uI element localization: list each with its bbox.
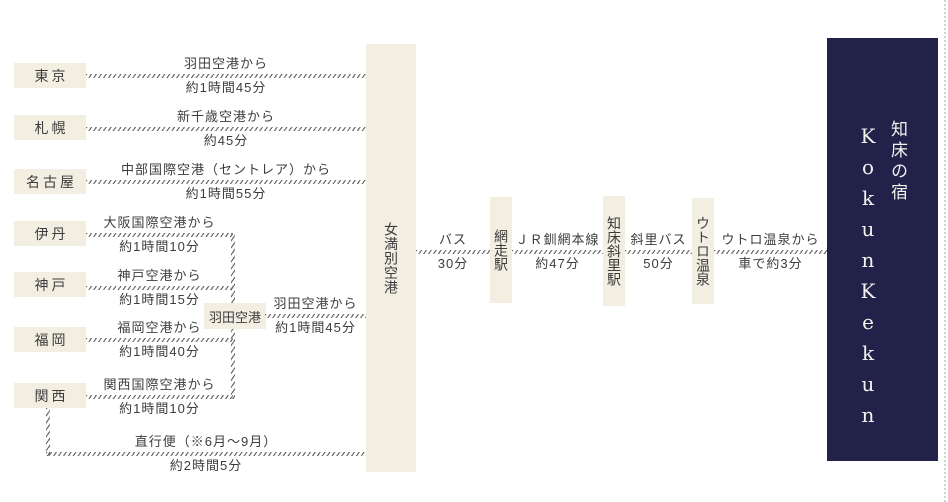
route-time-label: 約1時間15分 <box>119 292 200 307</box>
route-via-label: 直行便（※6月～9月） <box>134 434 278 449</box>
leg-shari-bus: 斜里バス 50分 <box>625 232 692 272</box>
route-time-label: 約1時間55分 <box>185 186 267 201</box>
dashed-line <box>86 127 366 131</box>
route-time-label: 約1時間45分 <box>185 80 267 95</box>
leg-time-label: 30分 <box>437 256 469 271</box>
route-via-label: 大阪国際空港から <box>103 215 216 230</box>
dashed-line <box>86 338 233 342</box>
origin-box-itami: 伊丹 <box>14 221 86 246</box>
origin-box-kobe: 神戸 <box>14 272 86 297</box>
route-via-label: 中部国際空港（セントレア）から <box>120 162 331 177</box>
leg-car-from-utoro: ウトロ温泉から 車で約3分 <box>714 232 827 272</box>
route-itami: 大阪国際空港から 約1時間10分 <box>86 215 233 255</box>
station-shiretoko-shari: 知床斜里駅 <box>603 196 625 306</box>
station-label: 網走駅 <box>493 229 509 271</box>
leg-mode-label: 斜里バス <box>630 232 687 247</box>
route-nagoya: 中部国際空港（セントレア）から 約1時間55分 <box>86 162 366 202</box>
dashed-line <box>86 233 233 237</box>
route-haneda-memanbetsu: 羽田空港から 約1時間45分 <box>265 296 366 336</box>
dashed-line <box>416 250 490 254</box>
station-label: ウトロ温泉 <box>695 216 711 286</box>
leg-jr-senmo-line: ＪＲ釧網本線 約47分 <box>512 232 603 272</box>
station-utoro-onsen: ウトロ温泉 <box>692 198 714 304</box>
route-time-label: 約1時間40分 <box>119 344 200 359</box>
leg-mode-label: ＪＲ釧網本線 <box>515 232 600 247</box>
route-via-label: 神戸空港から <box>117 268 202 283</box>
dashed-line <box>512 250 603 254</box>
dashed-line <box>265 314 366 318</box>
destination-banner: 知床の宿 KokunKekun <box>827 38 938 461</box>
leg-mode-label: ウトロ温泉から <box>721 232 820 247</box>
route-via-label: 羽田空港から <box>183 56 268 71</box>
route-time-label: 約45分 <box>203 133 249 148</box>
leg-bus-abashiri: バス 30分 <box>416 232 490 272</box>
destination-name-en: KokunKekun <box>856 124 880 434</box>
origin-box-kansai: 関西 <box>14 383 86 408</box>
route-time-label: 約2時間5分 <box>169 458 243 473</box>
route-direct-flight: 直行便（※6月～9月） 約2時間5分 <box>46 434 366 474</box>
station-label: 知床斜里駅 <box>606 216 622 286</box>
leg-time-label: 約47分 <box>535 256 580 271</box>
route-kansai: 関西国際空港から 約1時間10分 <box>86 377 233 417</box>
route-sapporo: 新千歳空港から 約45分 <box>86 109 366 149</box>
dashed-line <box>86 286 233 290</box>
dashed-connector-kansai-direct <box>46 408 50 456</box>
route-time-label: 約1時間10分 <box>119 239 200 254</box>
station-memanbetsu-airport: 女満別空港 <box>366 44 416 472</box>
route-via-label: 福岡空港から <box>117 320 202 335</box>
dashed-line <box>86 74 366 78</box>
hub-box-haneda: 羽田空港 <box>204 303 266 329</box>
leg-time-label: 車で約3分 <box>738 256 803 271</box>
origin-box-tokyo: 東京 <box>14 63 86 88</box>
dashed-line <box>714 250 827 254</box>
origin-box-fukuoka: 福岡 <box>14 327 86 352</box>
route-fukuoka: 福岡空港から 約1時間40分 <box>86 320 233 360</box>
station-label: 女満別空港 <box>383 221 399 295</box>
dashed-line <box>46 452 366 456</box>
route-kobe: 神戸空港から 約1時間15分 <box>86 268 233 308</box>
dashed-line <box>86 180 366 184</box>
dashed-line <box>625 250 692 254</box>
route-via-label: 羽田空港から <box>273 296 358 311</box>
origin-box-sapporo: 札幌 <box>14 115 86 140</box>
route-time-label: 約1時間10分 <box>119 401 200 416</box>
station-abashiri: 網走駅 <box>490 197 512 303</box>
dashed-line <box>86 395 233 399</box>
leg-time-label: 50分 <box>643 256 674 271</box>
destination-name-jp: 知床の宿 <box>887 120 907 204</box>
leg-mode-label: バス <box>438 232 467 247</box>
origin-box-nagoya: 名古屋 <box>14 169 86 194</box>
route-via-label: 新千歳空港から <box>176 109 275 124</box>
route-tokyo: 羽田空港から 約1時間45分 <box>86 56 366 96</box>
route-time-label: 約1時間45分 <box>275 320 356 335</box>
route-via-label: 関西国際空港から <box>103 377 216 392</box>
dotted-page-border <box>944 0 946 502</box>
